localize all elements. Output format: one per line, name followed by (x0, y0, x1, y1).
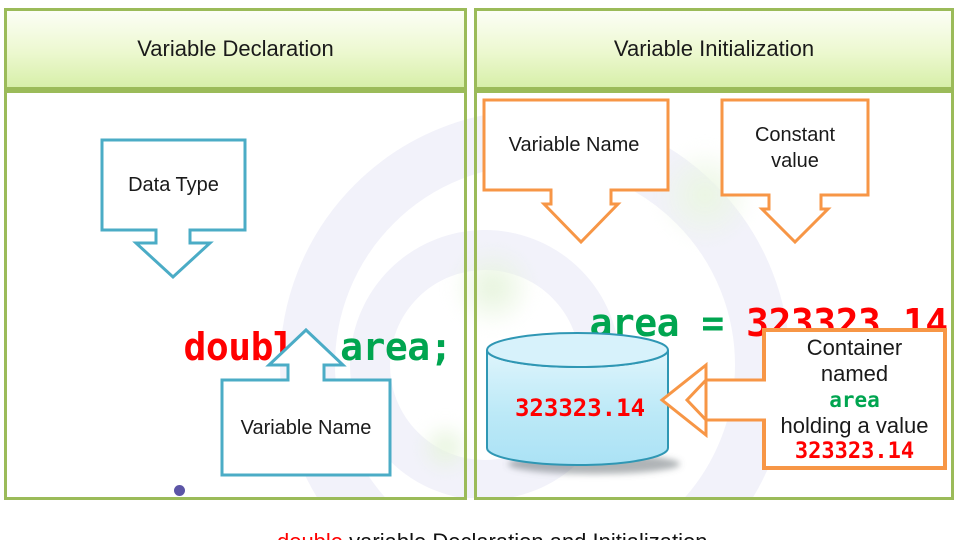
left-panel-body (4, 90, 467, 500)
variable-name-right-callout-shape (482, 98, 670, 245)
constant-value-label: Constant value (722, 100, 868, 195)
container-stored-value: 323323.14 (794, 439, 915, 464)
cylinder-stored-value: 323323.14 (514, 394, 646, 422)
container-description-text: Container named area holding a value 323… (762, 330, 947, 470)
container-line-3: holding a value (780, 413, 929, 438)
variable-name-right-label: Variable Name (484, 100, 664, 190)
constant-value-text-line2: value (771, 149, 819, 172)
up-arrow-callout-outline (220, 327, 392, 477)
variable-name-right-text: Variable Name (508, 134, 640, 156)
watermark-green-blob (418, 420, 473, 475)
down-arrow-callout-outline (100, 138, 247, 280)
container-description-box (762, 328, 947, 470)
data-type-text: Data Type (128, 174, 219, 196)
left-panel-header: Variable Declaration (4, 8, 467, 90)
right-panel-body (474, 90, 954, 500)
watermark-purple-dot (174, 485, 185, 496)
data-type-callout-shape (100, 138, 247, 280)
caption: double variable Declaration and Initiali… (0, 503, 960, 540)
memory-container-cylinder (486, 332, 680, 474)
variable-name-left-text: Variable Name (240, 416, 372, 439)
variable-name-left-label: Variable Name (222, 380, 390, 475)
code-semicolon: ; (948, 301, 960, 345)
right-panel-title: Variable Initialization (613, 36, 815, 61)
data-type-label: Data Type (102, 140, 245, 230)
cylinder-top (486, 332, 669, 368)
container-line-1: Container (806, 335, 903, 360)
left-panel-title: Variable Declaration (137, 36, 334, 61)
arrow-chevron-head (659, 361, 708, 439)
variable-name-left-callout-shape (220, 327, 392, 477)
container-line-2: named (820, 361, 889, 386)
arrow-shaft (704, 378, 766, 422)
down-arrow-callout-outline (720, 98, 870, 245)
down-arrow-callout-outline (482, 98, 670, 245)
caption-text: variable Declaration and Initialization (343, 529, 707, 540)
left-pointing-arrow (659, 361, 766, 439)
caption-keyword: double (277, 529, 343, 540)
container-variable-name: area (829, 388, 880, 412)
right-panel-header: Variable Initialization (474, 8, 954, 90)
code-variable-area: area; (317, 325, 453, 369)
constant-value-callout-shape (720, 98, 870, 245)
constant-value-text-line1: Constant (754, 123, 836, 146)
